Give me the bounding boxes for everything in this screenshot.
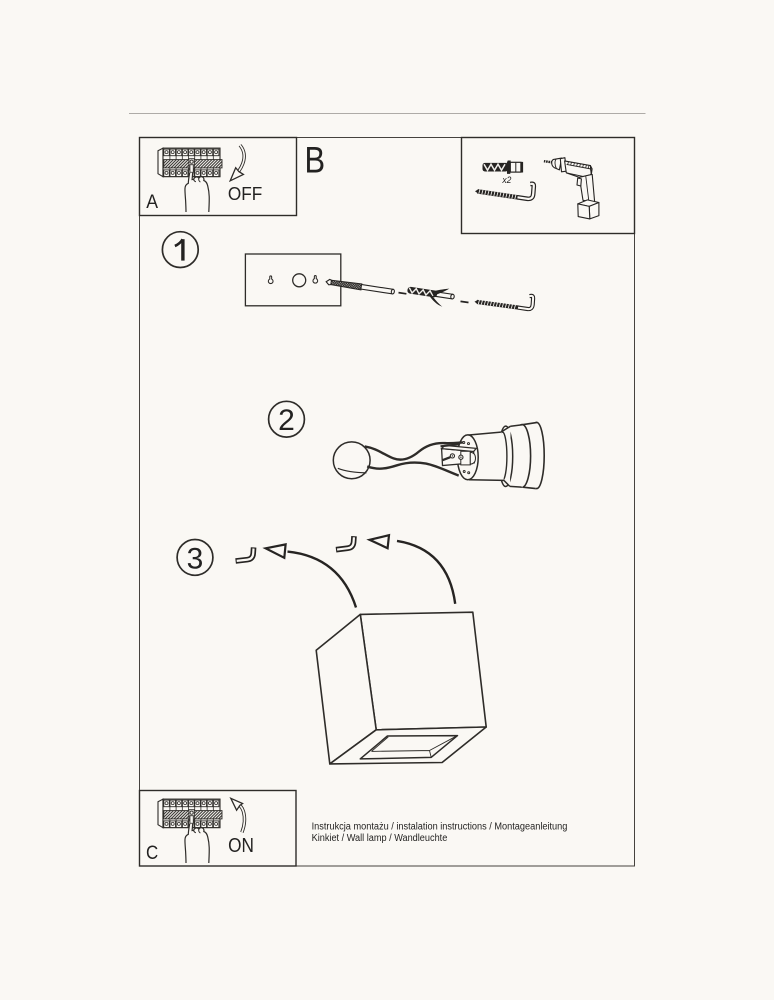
svg-text:ON: ON [228,835,254,857]
svg-text:Kinkiet / Wall lamp / Wandleuc: Kinkiet / Wall lamp / Wandleuchte [312,833,448,844]
svg-text:3: 3 [187,542,204,575]
svg-text:B: B [305,139,326,181]
svg-text:OFF: OFF [228,184,262,204]
svg-text:2: 2 [278,404,295,437]
svg-text:C: C [146,843,158,864]
svg-text:Instrukcja montażu / instalati: Instrukcja montażu / instalation instruc… [312,821,568,832]
svg-text:x2: x2 [501,175,511,185]
svg-text:A: A [146,192,158,213]
